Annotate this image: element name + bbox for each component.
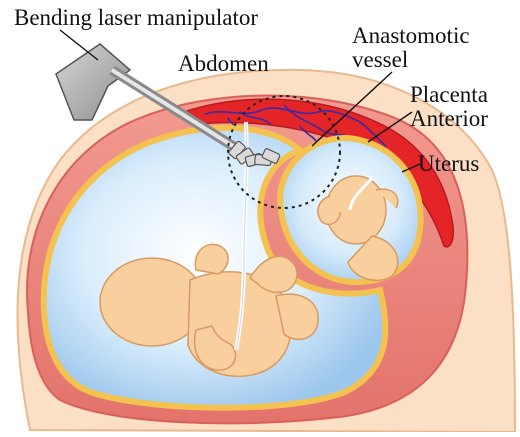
- label-anastomotic-line2: vessel: [352, 48, 470, 72]
- label-placenta-line2: Anterior: [410, 107, 488, 131]
- label-bending-laser-manipulator: Bending laser manipulator: [14, 6, 258, 29]
- label-uterus: Uterus: [418, 152, 479, 175]
- label-placenta-anterior: Placenta Anterior: [410, 83, 488, 131]
- label-abdomen: Abdomen: [178, 52, 269, 75]
- label-placenta-line1: Placenta: [410, 83, 488, 107]
- label-anastomotic-vessel: Anastomotic vessel: [352, 24, 470, 72]
- label-anastomotic-line1: Anastomotic: [352, 24, 470, 48]
